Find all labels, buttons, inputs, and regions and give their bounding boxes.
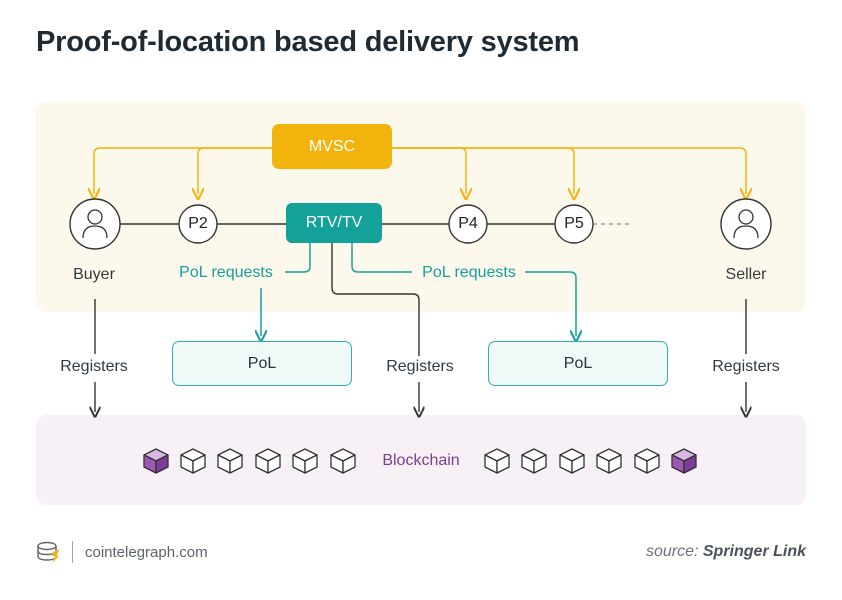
source-name: Springer Link: [702, 543, 806, 560]
registers-buyer-label: Registers: [60, 358, 128, 375]
block-cube-icon: [217, 448, 243, 474]
seller-icon: [720, 198, 772, 250]
pol-box-right: PoL: [488, 341, 668, 386]
pol-box-left: PoL: [172, 341, 352, 386]
block-cube-icon: [634, 448, 660, 474]
pol-requests-right-label: PoL requests: [422, 264, 516, 281]
node-p4-label: P4: [458, 215, 478, 232]
buyer-icon: [69, 198, 121, 250]
footer-brand: cointelegraph.com: [36, 540, 208, 564]
coin-stack-icon: [37, 541, 60, 563]
block-cube-icon: [559, 448, 585, 474]
blockchain-cubes: [143, 448, 697, 474]
block-cube-icon: [596, 448, 622, 474]
source-label: source:: [645, 543, 699, 560]
footer-separator: [72, 541, 73, 563]
rtv-register-link: [331, 243, 420, 356]
node-p2: [178, 204, 218, 244]
node-p5: [554, 204, 594, 244]
network-panel: [36, 102, 806, 312]
node-p4: [448, 204, 488, 244]
seller-label: Seller: [725, 266, 767, 283]
footer-source: source: Springer Link: [646, 543, 806, 561]
register-arrows: [95, 299, 746, 412]
block-cube-icon: [671, 448, 697, 474]
pol-requests-left-label: PoL requests: [179, 264, 273, 281]
block-cube-icon: [180, 448, 206, 474]
pol-request-links: [261, 243, 576, 336]
mvsc-node: MVSC: [272, 124, 392, 169]
block-cube-icon: [330, 448, 356, 474]
block-cube-icon: [143, 448, 169, 474]
brand-link[interactable]: cointelegraph.com: [85, 543, 208, 561]
registers-center-label: Registers: [386, 358, 454, 375]
node-p5-label: P5: [564, 215, 584, 232]
node-p2-label: P2: [188, 215, 208, 232]
page-title: Proof-of-location based delivery system: [36, 26, 580, 58]
block-cube-icon: [484, 448, 510, 474]
registers-seller-label: Registers: [712, 358, 780, 375]
blockchain-label: Blockchain: [382, 452, 460, 469]
block-cube-icon: [292, 448, 318, 474]
block-cube-icon: [521, 448, 547, 474]
block-cube-icon: [255, 448, 281, 474]
rtv-tv-node: RTV/TV: [286, 203, 382, 243]
mvsc-links: [94, 147, 746, 194]
buyer-label: Buyer: [73, 266, 115, 283]
